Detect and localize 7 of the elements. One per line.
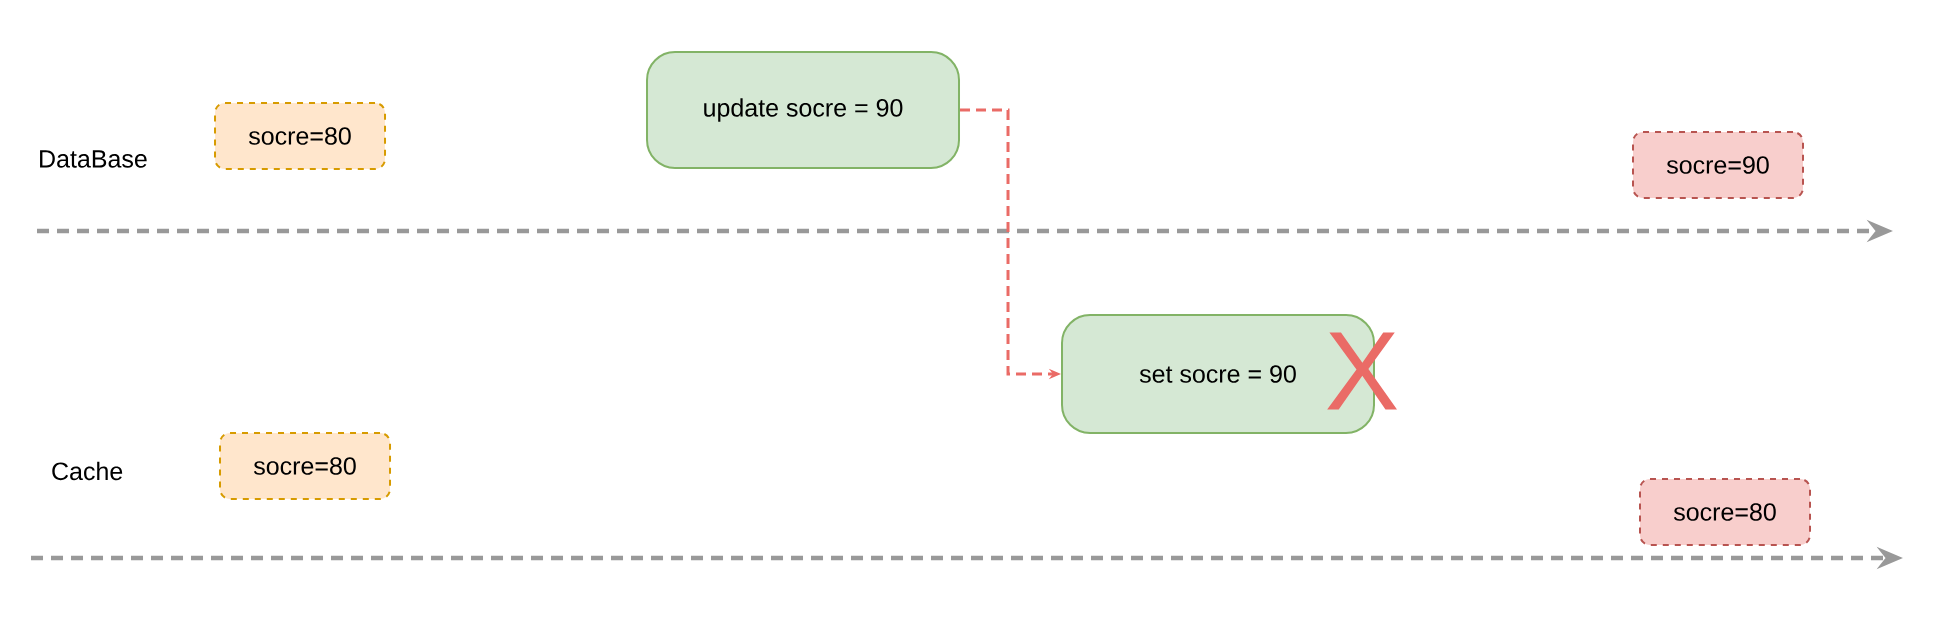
value-box: socre=80 [219,432,391,500]
lane-label: DataBase [40,150,147,168]
lane-label: Cache [52,461,123,481]
value-box: socre=80 [214,102,386,170]
process-box: update socre = 90 [646,51,960,169]
value-box: socre=90 [1632,131,1804,199]
value-box: socre=80 [1639,478,1811,546]
